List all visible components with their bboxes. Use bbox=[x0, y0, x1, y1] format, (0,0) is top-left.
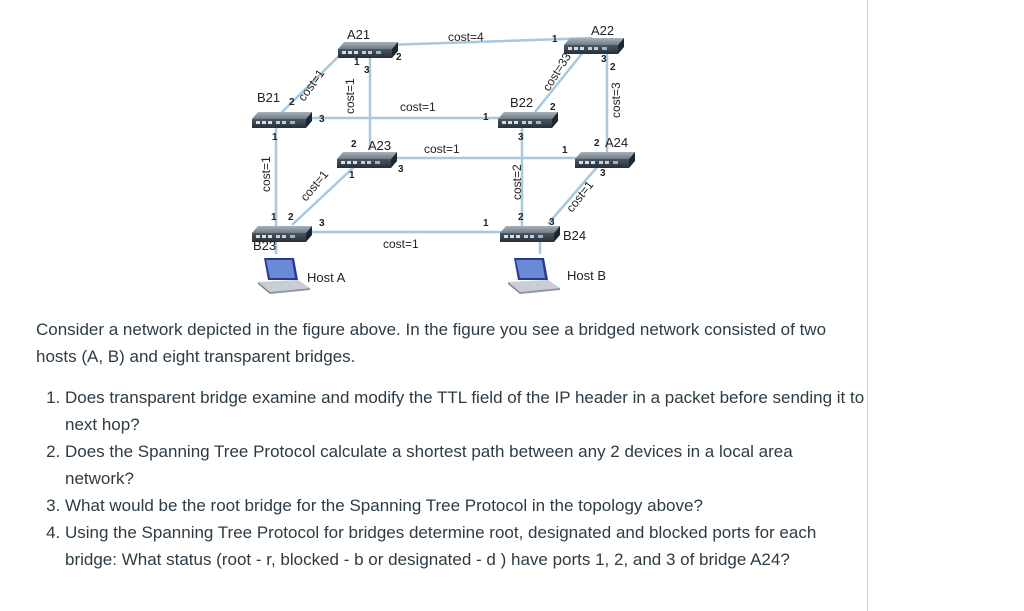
port-label: 1 bbox=[354, 57, 360, 68]
port-label: 2 bbox=[518, 212, 524, 223]
port-label: 3 bbox=[319, 114, 325, 125]
link-cost-labels: cost=4 cost=1 cost=1 cost=1 cost=1 cost=… bbox=[259, 30, 623, 251]
port-label: 1 bbox=[349, 170, 355, 181]
port-label: 2 bbox=[351, 139, 357, 150]
port-label: 3 bbox=[398, 164, 404, 175]
port-label: 3 bbox=[319, 218, 325, 229]
bridge-a21-label: A21 bbox=[347, 27, 370, 42]
link-b23-a23 bbox=[291, 165, 356, 226]
cost-b24-a24: cost=1 bbox=[563, 178, 596, 215]
content-divider bbox=[867, 0, 868, 611]
cost-b22-a22: cost=33 bbox=[540, 50, 574, 94]
bridge-a24: A24 bbox=[575, 135, 635, 168]
bridge-b21-label: B21 bbox=[257, 90, 280, 105]
question-item: Using the Spanning Tree Protocol for bri… bbox=[65, 519, 865, 573]
cost-a21-a23: cost=1 bbox=[343, 78, 357, 114]
bridge-a22-label: A22 bbox=[591, 23, 614, 38]
cost-a21-a22: cost=4 bbox=[448, 30, 484, 44]
bridge-a22: A22 bbox=[564, 23, 624, 54]
port-label: 2 bbox=[396, 52, 402, 63]
question-list: Does transparent bridge examine and modi… bbox=[36, 384, 865, 573]
port-number-labels: 3 2 1 1 2 3 2 3 1 1 2 3 2 1 3 1 2 3 1 2 … bbox=[271, 34, 616, 229]
port-label: 1 bbox=[483, 112, 489, 123]
cost-b23-b24: cost=1 bbox=[383, 237, 419, 251]
cost-b22-b24: cost=2 bbox=[510, 164, 524, 200]
cost-a23-a24: cost=1 bbox=[424, 142, 460, 156]
port-label: 3 bbox=[518, 132, 524, 143]
port-label: 3 bbox=[600, 168, 606, 179]
host-a-label: Host A bbox=[307, 270, 346, 285]
question-intro: Consider a network depicted in the figur… bbox=[36, 320, 827, 366]
host-b-label: Host B bbox=[567, 268, 606, 283]
link-b21-a21 bbox=[275, 49, 346, 119]
network-links bbox=[274, 36, 609, 254]
question-item: What would be the root bridge for the Sp… bbox=[65, 492, 865, 519]
port-label: 1 bbox=[562, 145, 568, 156]
cost-a22-a24: cost=3 bbox=[609, 82, 623, 118]
port-label: 2 bbox=[288, 212, 294, 223]
port-label: 3 bbox=[549, 217, 555, 228]
cost-b21-b22: cost=1 bbox=[400, 100, 436, 114]
port-label: 3 bbox=[364, 65, 370, 76]
cost-b21-b23: cost=1 bbox=[259, 156, 273, 192]
bridge-b21: B21 bbox=[252, 90, 312, 128]
bridge-b24-label: B24 bbox=[563, 228, 586, 243]
port-label: 1 bbox=[271, 212, 277, 223]
bridge-b24: B24 bbox=[500, 226, 586, 243]
bridge-a23: A23 bbox=[337, 138, 397, 168]
question-item: Does the Spanning Tree Protocol calculat… bbox=[65, 438, 865, 492]
port-label: 1 bbox=[552, 34, 558, 45]
link-b22-a22 bbox=[534, 45, 589, 113]
port-label: 3 bbox=[601, 54, 607, 65]
question-item: Does transparent bridge examine and modi… bbox=[65, 384, 865, 438]
host-b: Host B bbox=[508, 258, 606, 294]
network-topology-diagram: A21 A22 B21 B22 A23 A24 B23 B24 bbox=[252, 23, 635, 294]
bridge-a23-label: A23 bbox=[368, 138, 391, 153]
port-label: 1 bbox=[272, 132, 278, 143]
port-label: 2 bbox=[550, 102, 556, 113]
bridge-b23-label: B23 bbox=[253, 238, 276, 253]
bridge-b22: B22 bbox=[498, 95, 558, 128]
port-label: 2 bbox=[594, 138, 600, 149]
cost-b23-a23: cost=1 bbox=[298, 167, 332, 204]
host-a: Host A bbox=[258, 258, 346, 294]
bridge-a21: A21 bbox=[338, 27, 398, 58]
link-b24-a24 bbox=[547, 165, 599, 225]
port-label: 1 bbox=[483, 218, 489, 229]
bridge-a24-label: A24 bbox=[605, 135, 628, 150]
bridge-b23: B23 bbox=[252, 226, 312, 253]
port-label: 2 bbox=[289, 97, 295, 108]
port-label: 2 bbox=[610, 62, 616, 73]
bridge-b22-label: B22 bbox=[510, 95, 533, 110]
cost-b21-a21: cost=1 bbox=[295, 66, 327, 103]
